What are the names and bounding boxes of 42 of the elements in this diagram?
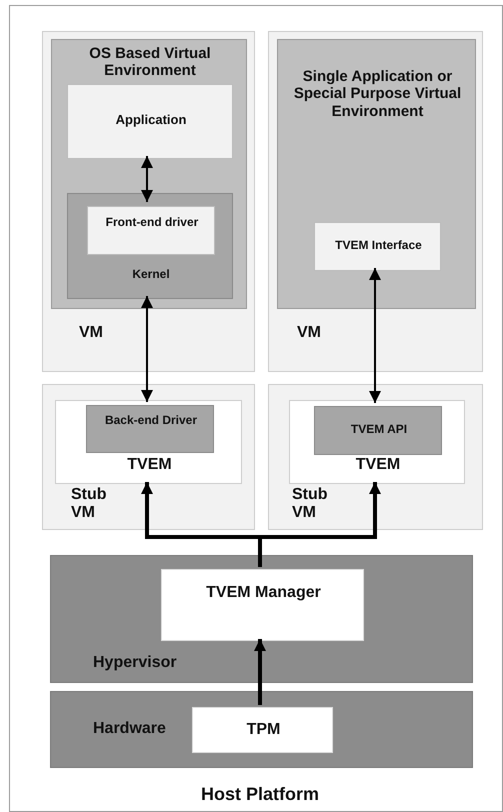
node-label: VM	[297, 324, 322, 342]
hardware-layer	[50, 691, 473, 768]
node-label: Front-end driver	[104, 216, 200, 230]
tpm-box	[192, 707, 333, 753]
node-label: TVEM	[354, 456, 402, 474]
node-label: TVEM Interface	[334, 239, 423, 253]
node-label: Hardware	[93, 720, 167, 738]
arrow	[141, 156, 153, 202]
node-label: Stub VM	[292, 486, 329, 523]
node-label: TPM	[246, 721, 282, 740]
node-label: TVEM API	[350, 423, 408, 437]
kernel-box	[67, 193, 233, 299]
api-box	[314, 406, 442, 455]
node-label: Kernel	[131, 268, 171, 282]
application-box	[67, 84, 233, 159]
arrow	[369, 268, 381, 403]
node-label: VM	[79, 324, 104, 342]
vm-box	[42, 31, 255, 372]
hypervisor-layer	[50, 555, 473, 683]
driver-box	[86, 405, 214, 453]
node-label: Stub VM	[71, 486, 108, 523]
environment-box	[51, 39, 247, 309]
manager-box	[161, 569, 364, 641]
driver-box	[87, 206, 215, 255]
node-label: TVEM	[126, 456, 173, 474]
tvem-box	[55, 400, 242, 484]
platform-frame	[9, 5, 503, 812]
node-label: Host Platform	[200, 784, 320, 805]
tvem-box	[289, 400, 465, 484]
environment-box	[277, 39, 476, 309]
arrow	[141, 296, 153, 402]
node-label: OS Based Virtual Environment	[88, 45, 212, 80]
arrow	[254, 639, 266, 705]
interface-box	[314, 222, 441, 271]
node-label: Hypervisor	[93, 654, 178, 672]
node-label: TVEM Manager	[205, 584, 322, 602]
node-label: Back-end Driver	[104, 414, 198, 428]
stub-vm-box	[42, 384, 255, 530]
stub-vm-box	[268, 384, 483, 530]
node-label: Application	[114, 113, 188, 128]
node-label: Single Application or Special Purpose Virtual Environment	[292, 68, 462, 120]
vm-box	[268, 31, 483, 372]
